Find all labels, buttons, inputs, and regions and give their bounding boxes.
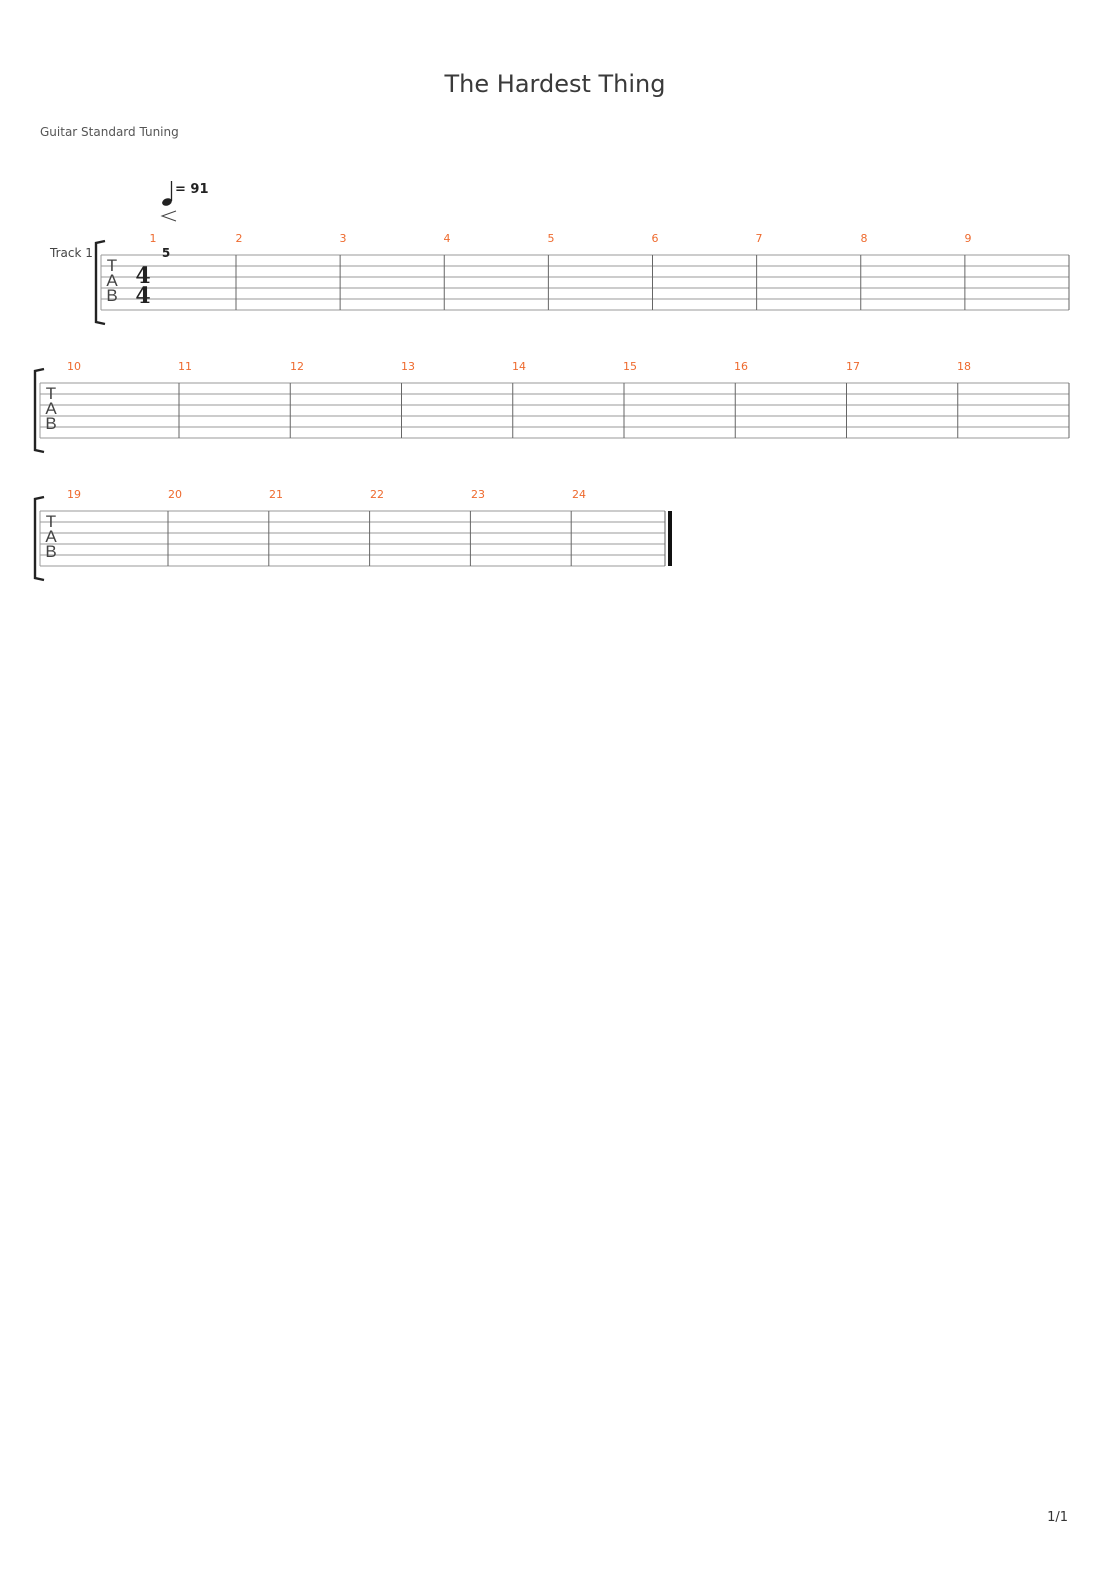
score-title: The Hardest Thing bbox=[444, 70, 666, 98]
bar-number: 15 bbox=[623, 360, 637, 373]
tab-note: 5 bbox=[162, 246, 170, 260]
bar-number: 4 bbox=[444, 232, 451, 245]
bar-number: 21 bbox=[269, 488, 283, 501]
bar-number: 14 bbox=[512, 360, 526, 373]
time-signature-top: 4 bbox=[135, 263, 150, 289]
system-bracket bbox=[33, 367, 45, 454]
tab-clef-letter: T bbox=[46, 512, 56, 531]
bar-number: 11 bbox=[178, 360, 192, 373]
tab-clef-letter: B bbox=[106, 286, 117, 305]
bar-number: 16 bbox=[734, 360, 748, 373]
bar-number: 12 bbox=[290, 360, 304, 373]
tuning-label: Guitar Standard Tuning bbox=[40, 125, 179, 139]
bar-number: 7 bbox=[756, 232, 763, 245]
tab-clef-letter: T bbox=[46, 384, 56, 403]
tab-clef-letter: B bbox=[45, 414, 56, 433]
bar-number: 24 bbox=[572, 488, 586, 501]
tab-clef-letter: A bbox=[45, 399, 57, 418]
page-number: 1/1 bbox=[1047, 1510, 1068, 1525]
bar-number: 23 bbox=[471, 488, 485, 501]
tab-clef-letter: B bbox=[45, 542, 56, 561]
final-barline-thick bbox=[668, 511, 672, 566]
tab-clef-letter: T bbox=[107, 256, 117, 275]
bar-number: 5 bbox=[548, 232, 555, 245]
bar-number: 13 bbox=[401, 360, 415, 373]
bar-number: 6 bbox=[652, 232, 659, 245]
bar-number: 2 bbox=[236, 232, 243, 245]
bar-number: 8 bbox=[861, 232, 868, 245]
bar-number: 3 bbox=[340, 232, 347, 245]
bar-number: 18 bbox=[957, 360, 971, 373]
tab-clef-letter: A bbox=[45, 527, 57, 546]
bar-number: 10 bbox=[67, 360, 81, 373]
system-bracket bbox=[33, 495, 45, 582]
quarter-note-icon bbox=[162, 198, 172, 206]
time-signature-bottom: 4 bbox=[135, 283, 150, 309]
bar-number: 1 bbox=[150, 232, 157, 245]
bar-number: 20 bbox=[168, 488, 182, 501]
tempo-value: = 91 bbox=[175, 182, 209, 197]
bar-number: 19 bbox=[67, 488, 81, 501]
tempo-marking: = 91 bbox=[160, 181, 209, 222]
bar-number: 22 bbox=[370, 488, 384, 501]
bar-number: 17 bbox=[846, 360, 860, 373]
tab-clef-letter: A bbox=[106, 271, 118, 290]
system-bracket bbox=[94, 239, 106, 326]
bar-number: 9 bbox=[965, 232, 972, 245]
track-label: Track 1 bbox=[49, 246, 93, 260]
crescendo-icon bbox=[160, 210, 177, 222]
